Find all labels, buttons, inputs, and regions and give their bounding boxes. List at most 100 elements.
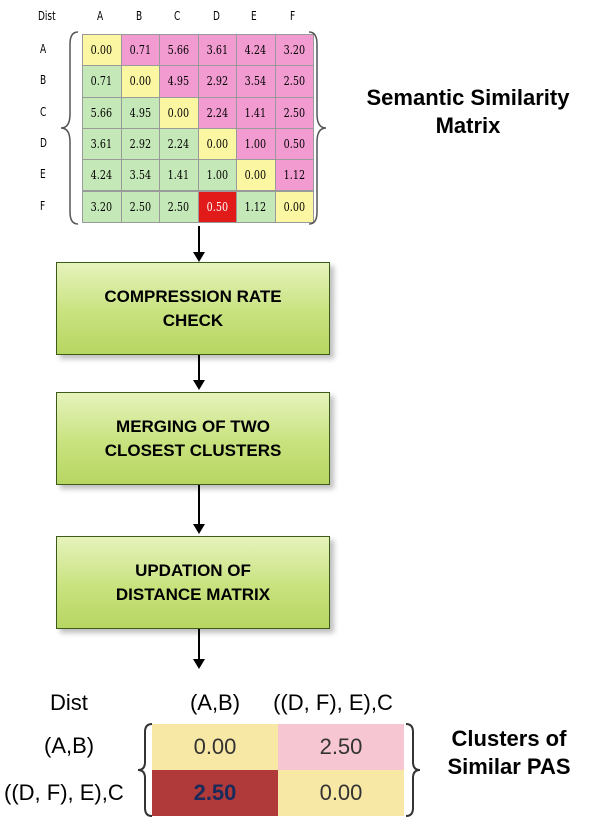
- matrix-cell-value: 0.71: [129, 43, 151, 58]
- matrix-cell-value: 3.54: [245, 74, 267, 89]
- bottom-row-header: ((D, F), E),C: [4, 780, 124, 805]
- step-1-line-2: CHECK: [162, 310, 224, 330]
- matrix-col-header: A: [97, 9, 104, 23]
- matrix-cell-value: 3.20: [91, 199, 113, 214]
- matrix-cell-value: 2.24: [168, 137, 190, 152]
- matrix-cell-value: 0.50: [283, 137, 305, 152]
- matrix-cell: 3.61: [82, 127, 122, 161]
- matrix-cell: 3.54: [120, 159, 160, 192]
- matrix-cell-value: 0.50: [206, 199, 228, 214]
- matrix-col-header: B: [135, 9, 142, 23]
- matrix-cell: 3.54: [236, 65, 276, 98]
- matrix-cell: 2.92: [197, 65, 237, 98]
- semantic-similarity-caption: Semantic Similarity Matrix: [333, 84, 600, 140]
- matrix-cell-value: 1.12: [283, 168, 305, 183]
- compression-rate-check-box: COMPRESSION RATE CHECK: [56, 262, 330, 355]
- right-brace: [308, 31, 327, 225]
- matrix-cell: 3.61: [197, 34, 237, 67]
- matrix-cell-value: 0.00: [245, 168, 267, 183]
- matrix-cell-value: 1.00: [245, 137, 267, 152]
- matrix-cell-value: 3.61: [206, 43, 228, 58]
- bottom-right-brace: [405, 723, 421, 817]
- matrix-cell-value: 3.61: [91, 137, 113, 152]
- matrix-cell-value: 1.00: [206, 168, 228, 183]
- matrix-cell: 0.50: [274, 127, 314, 161]
- matrix-cell: 2.92: [120, 127, 160, 161]
- caption-line-2: Matrix: [435, 113, 501, 138]
- matrix-cell: 1.41: [236, 96, 276, 129]
- matrix-cell: 0.00: [236, 159, 276, 192]
- arrow-head-icon: [193, 659, 205, 669]
- matrix-cell: 2.50: [120, 190, 160, 223]
- matrix-cell-value: 5.66: [91, 105, 113, 120]
- matrix-cell: 5.66: [82, 96, 122, 129]
- matrix-cell: 0.71: [120, 34, 160, 67]
- arrow-head-icon: [193, 524, 205, 534]
- arrow-head-icon: [193, 380, 205, 390]
- connector-line: [198, 226, 200, 256]
- matrix-cell: 3.20: [274, 34, 314, 67]
- bottom-col-header: ((D, F), E),C: [273, 690, 393, 715]
- matrix-col-header: F: [289, 9, 295, 23]
- step-3-line-1: UPDATION OF: [135, 560, 251, 580]
- matrix-cell: 2.50: [274, 65, 314, 98]
- matrix-col-header: D: [212, 9, 220, 23]
- matrix-cell-value: 0.00: [283, 199, 305, 214]
- connector-line: [198, 355, 200, 383]
- step-2-line-1: MERGING OF TWO: [116, 416, 270, 436]
- matrix-cell-highlight: 0.50: [197, 190, 237, 223]
- matrix-cell-value: 5.66: [168, 43, 190, 58]
- matrix-row-header: D: [40, 135, 47, 150]
- step-3-line-2: DISTANCE MATRIX: [115, 584, 271, 604]
- matrix-cell: 4.24: [236, 34, 276, 67]
- matrix-cell-value: 4.24: [245, 43, 267, 58]
- arrow-head-icon: [193, 252, 205, 262]
- matrix-row-header: C: [40, 104, 47, 119]
- clusters-caption-line-1: Clusters of: [451, 726, 567, 751]
- matrix-cell-value: 0.00: [206, 137, 228, 152]
- bottom-matrix-corner-label: Dist: [50, 690, 88, 715]
- matrix-cell: 4.24: [82, 159, 122, 192]
- matrix-cell: 1.41: [159, 159, 199, 192]
- left-brace: [60, 31, 79, 225]
- updation-distance-matrix-box: UPDATION OF DISTANCE MATRIX: [56, 536, 330, 629]
- matrix-cell: 0.00: [120, 65, 160, 98]
- matrix-cell: 0.00: [274, 190, 314, 223]
- clusters-caption-line-2: Similar PAS: [447, 754, 571, 779]
- matrix-row-header: E: [40, 167, 46, 182]
- matrix-cell-value: 2.92: [206, 74, 228, 89]
- matrix-cell-value: 0.00: [129, 74, 151, 89]
- connector-line: [198, 629, 200, 662]
- matrix-cell-value: 3.54: [129, 168, 151, 183]
- clusters-caption: Clusters of Similar PAS: [420, 725, 598, 781]
- matrix-cell-value: 2.92: [129, 137, 151, 152]
- matrix-cell-value: 2.50: [283, 105, 305, 120]
- step-2-line-2: CLOSEST CLUSTERS: [104, 440, 282, 460]
- matrix-row-header: F: [40, 198, 46, 213]
- bottom-left-brace: [137, 723, 153, 817]
- matrix-cell-value: 0.00: [91, 43, 113, 58]
- matrix-cell: 4.95: [120, 96, 160, 129]
- matrix-cell-value: 4.24: [91, 168, 113, 183]
- bottom-row-header: (A,B): [44, 733, 95, 758]
- matrix-col-header: C: [174, 9, 181, 23]
- matrix-cell: 0.00: [82, 34, 122, 67]
- matrix-cell: 1.12: [236, 190, 276, 223]
- caption-line-1: Semantic Similarity: [366, 85, 570, 110]
- matrix-row-header: A: [40, 42, 47, 56]
- matrix-cell: 1.00: [197, 159, 237, 192]
- matrix-cell: 2.24: [197, 96, 237, 129]
- matrix-cell: 2.50: [274, 96, 314, 129]
- bottom-matrix-cell-highlight: 2.50: [152, 770, 278, 816]
- matrix-cell-value: 0.71: [91, 74, 113, 89]
- matrix-col-header: E: [251, 9, 257, 23]
- bottom-matrix-cell: 2.50: [278, 724, 404, 770]
- matrix-corner-label: Dist: [38, 9, 56, 23]
- matrix-cell: 1.12: [274, 159, 314, 192]
- matrix-cell: 2.24: [159, 127, 199, 161]
- connector-line: [198, 485, 200, 528]
- matrix-cell-value: 2.50: [168, 199, 190, 214]
- matrix-cell-value: 3.20: [283, 43, 305, 58]
- matrix-cell-value: 0.00: [168, 105, 190, 120]
- bottom-matrix-cell: 0.00: [152, 724, 278, 770]
